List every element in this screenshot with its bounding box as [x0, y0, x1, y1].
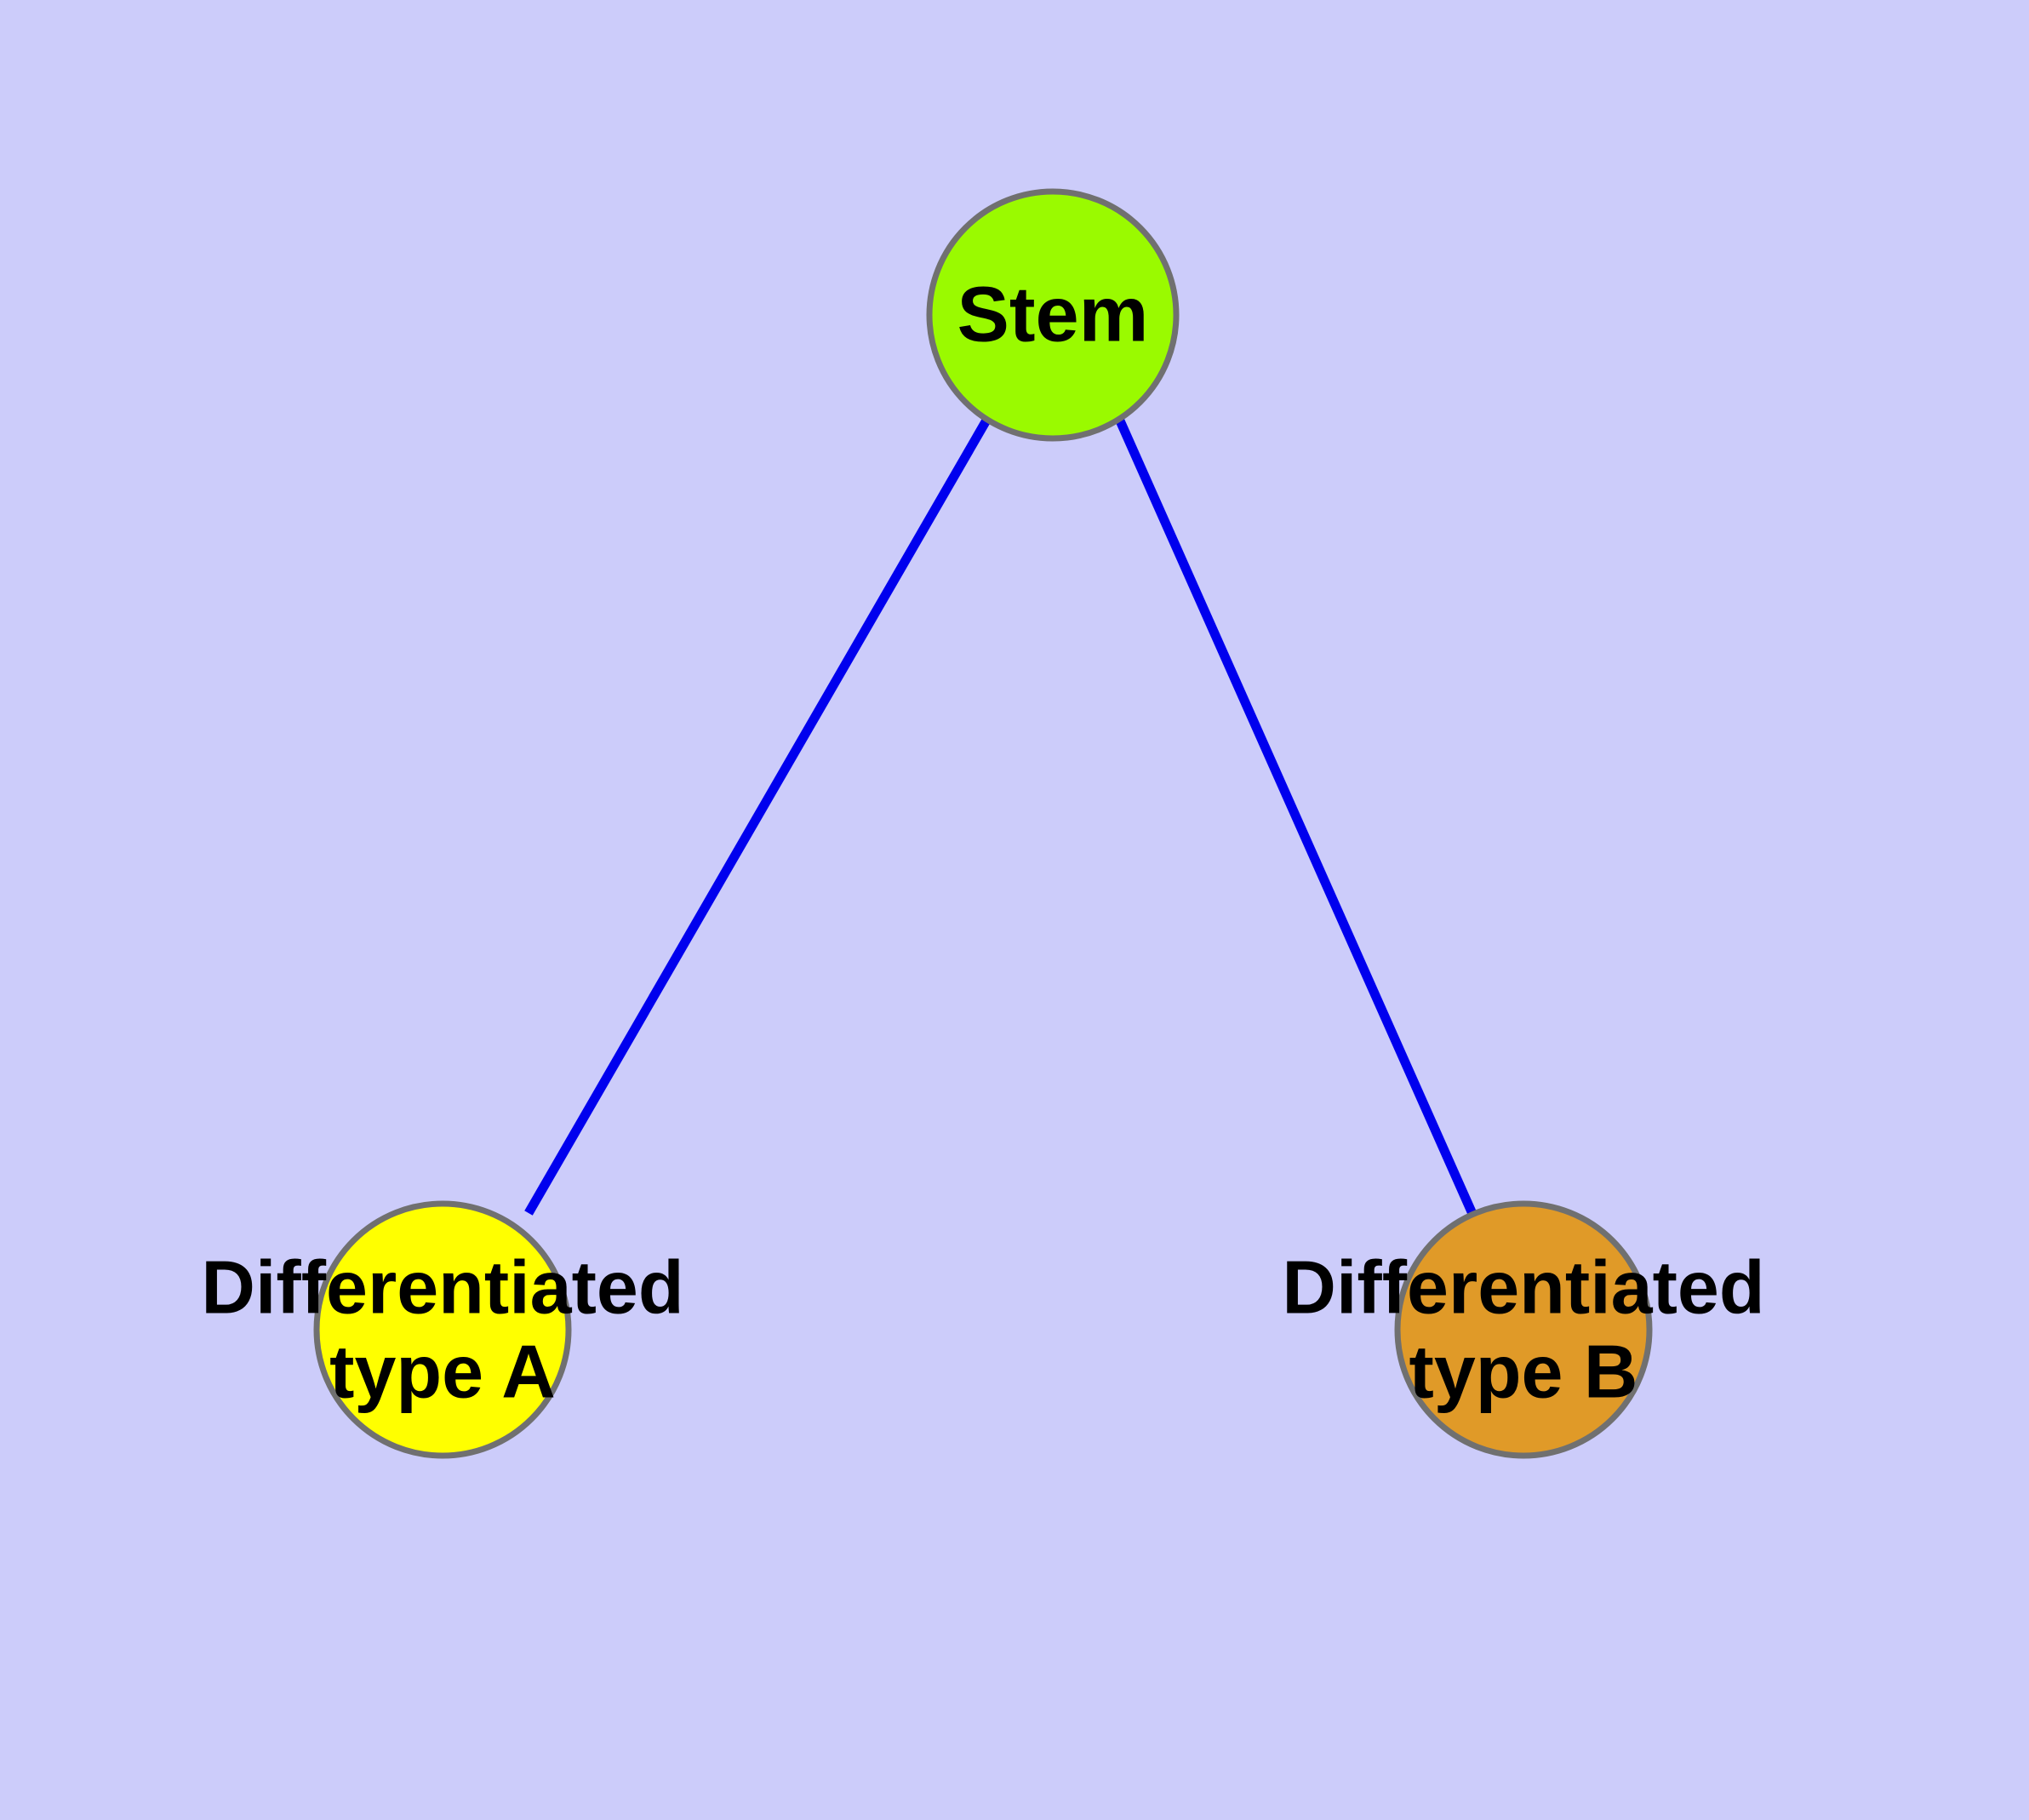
edges-layer: [524, 416, 1478, 1218]
node-circle-diff-type-a[interactable]: [313, 1200, 572, 1459]
nodes-layer: [313, 188, 1653, 1459]
edge-stem-to-type-b: [1114, 416, 1478, 1218]
node-circle-diff-type-b[interactable]: [1394, 1200, 1653, 1459]
node-circle-stem[interactable]: [926, 188, 1180, 442]
edge-stem-to-type-a: [524, 416, 992, 1216]
